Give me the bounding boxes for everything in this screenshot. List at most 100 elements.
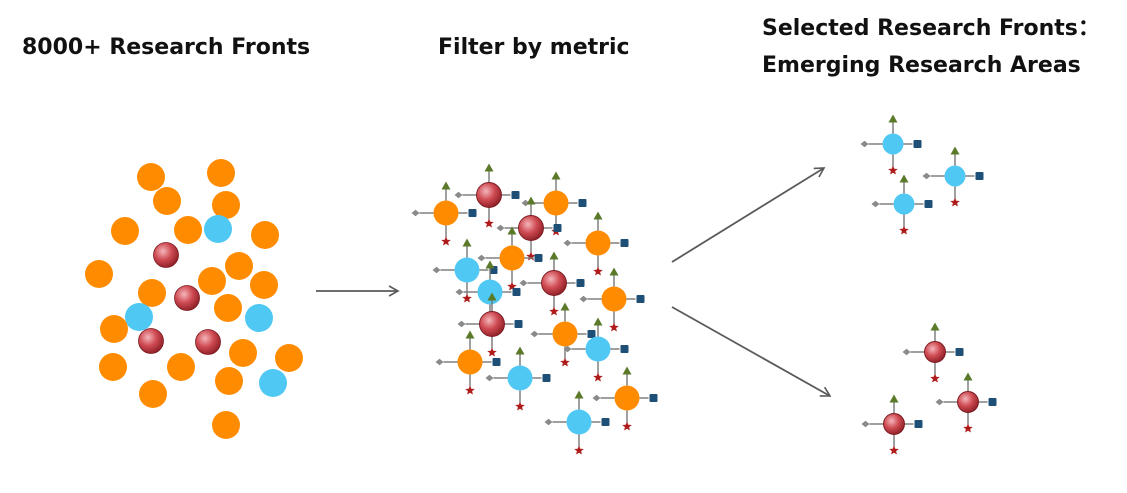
diamond-icon	[871, 200, 880, 208]
star-icon	[889, 445, 899, 455]
blue-node	[893, 193, 915, 215]
blue-node	[477, 279, 503, 305]
blue-node	[882, 133, 904, 155]
metric-orange-node	[435, 330, 501, 395]
blue-node	[454, 257, 480, 283]
orange-node	[167, 353, 195, 381]
square-icon	[636, 295, 645, 303]
diamond-icon	[922, 172, 931, 180]
up-arrow-icon	[515, 346, 525, 355]
square-icon	[576, 279, 585, 287]
selected-fronts-title: Selected Research Fronts：	[762, 16, 1100, 41]
square-icon	[542, 374, 551, 382]
metric-orange-node	[411, 181, 477, 246]
metric-red-node	[861, 394, 923, 455]
red-node	[153, 242, 179, 268]
diamond-icon	[432, 266, 441, 274]
star-icon	[465, 385, 475, 395]
star-icon	[963, 423, 973, 433]
flow-arrow	[671, 306, 832, 397]
blue-node	[944, 165, 966, 187]
square-icon	[511, 191, 520, 199]
orange-node	[153, 187, 181, 215]
red-node	[957, 391, 979, 413]
orange-node	[139, 380, 167, 408]
emerging-areas-title: Emerging Research Areas	[762, 53, 1081, 78]
up-arrow-icon	[930, 322, 940, 331]
up-arrow-icon	[950, 146, 960, 155]
orange-node	[614, 385, 640, 411]
square-icon	[534, 254, 543, 262]
blue-node	[566, 409, 592, 435]
up-arrow-icon	[526, 196, 536, 205]
star-icon	[560, 357, 570, 367]
diamond-icon	[496, 224, 505, 232]
up-arrow-icon	[551, 171, 561, 180]
diamond-icon	[477, 254, 486, 262]
up-arrow-icon	[963, 372, 973, 381]
star-icon	[549, 306, 559, 316]
flow-arrow	[671, 167, 826, 263]
square-icon	[601, 418, 610, 426]
diamond-icon	[592, 394, 601, 402]
star-icon	[888, 165, 898, 175]
orange-node	[433, 200, 459, 226]
metric-blue-node	[485, 346, 551, 411]
orange-node	[499, 245, 525, 271]
diamond-icon	[563, 239, 572, 247]
red-node	[476, 182, 502, 208]
orange-node	[214, 294, 242, 322]
diamond-icon	[435, 358, 444, 366]
metric-red-node	[935, 372, 997, 433]
red-node	[883, 413, 905, 435]
orange-node	[457, 349, 483, 375]
square-icon	[914, 420, 923, 428]
metric-orange-node	[563, 211, 629, 276]
metric-blue-node	[563, 317, 629, 382]
up-arrow-icon	[622, 366, 632, 375]
orange-node	[601, 286, 627, 312]
metric-blue-node	[922, 146, 984, 207]
orange-node	[543, 190, 569, 216]
square-icon	[512, 288, 521, 296]
red-node	[174, 285, 200, 311]
metric-red-node	[519, 251, 585, 316]
orange-node	[250, 271, 278, 299]
diamond-icon	[485, 374, 494, 382]
star-icon	[441, 236, 451, 246]
square-icon	[924, 200, 933, 208]
star-icon	[484, 218, 494, 228]
orange-node	[85, 260, 113, 288]
blue-node	[204, 215, 232, 243]
up-arrow-icon	[889, 394, 899, 403]
diamond-icon	[454, 191, 463, 199]
star-icon	[515, 401, 525, 411]
metric-red-node	[454, 163, 520, 228]
flow-arrows	[316, 167, 832, 397]
orange-node	[111, 217, 139, 245]
up-arrow-icon	[609, 267, 619, 276]
up-arrow-icon	[560, 302, 570, 311]
square-icon	[620, 345, 629, 353]
square-icon	[492, 358, 501, 366]
blue-node	[585, 336, 611, 362]
red-node	[924, 341, 946, 363]
metric-orange-node	[592, 366, 658, 431]
up-arrow-icon	[507, 226, 517, 235]
blue-node	[125, 303, 153, 331]
diamond-icon	[861, 420, 870, 428]
up-arrow-icon	[574, 390, 584, 399]
diamond-icon	[902, 348, 911, 356]
red-node	[518, 215, 544, 241]
metric-orange-node	[530, 302, 596, 367]
red-node	[541, 270, 567, 296]
star-icon	[574, 445, 584, 455]
metric-network	[411, 163, 658, 455]
metric-blue-node	[860, 114, 922, 175]
diamond-icon	[411, 209, 420, 217]
square-icon	[975, 172, 984, 180]
square-icon	[649, 394, 658, 402]
star-icon	[930, 373, 940, 383]
up-arrow-icon	[593, 317, 603, 326]
